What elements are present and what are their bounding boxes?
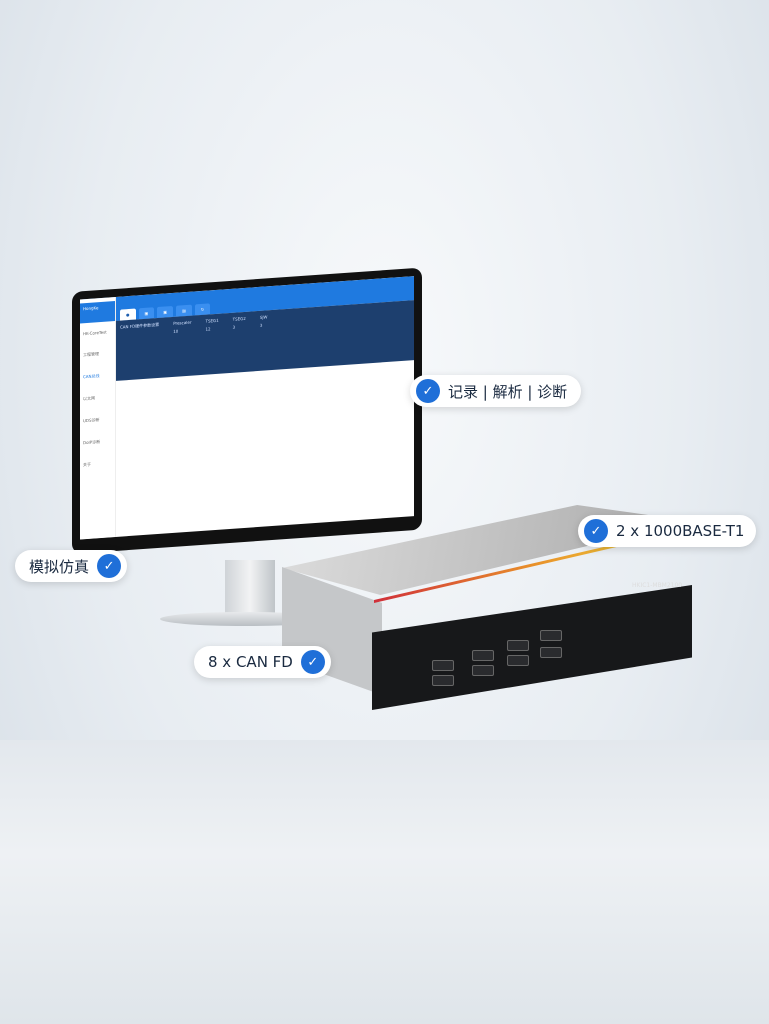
field-label: Prescaler xyxy=(173,319,192,326)
can-port xyxy=(432,675,454,686)
floor-backdrop xyxy=(0,740,769,1024)
can-port xyxy=(472,650,494,661)
app-sidebar: HongKe HK-CoreTest 工程管理 CAN总线 以太网 UDS诊断 … xyxy=(80,296,116,540)
can-port xyxy=(432,660,454,671)
monitor-screen: ● ▣ ▣ ▤ ↻ HongKe HK-CoreTest 工程管理 CAN总线 … xyxy=(80,276,414,540)
callout-text: 记录 | 解析 | 诊断 xyxy=(448,382,568,401)
app-logo: HongKe xyxy=(80,300,115,324)
can-port xyxy=(540,647,562,658)
callout-text: 2 x 1000BASE-T1 xyxy=(616,522,745,540)
sidebar-item[interactable]: DoIP诊断 xyxy=(83,439,101,446)
sidebar-item[interactable]: 工程管理 xyxy=(83,351,99,358)
callout-record: ✓ 记录 | 解析 | 诊断 xyxy=(410,375,582,407)
callout-text: 模拟仿真 xyxy=(29,557,90,576)
check-icon: ✓ xyxy=(300,650,325,674)
device-model-label: HKIC1-MBM2100 xyxy=(632,582,683,589)
field-label: TSEG2 xyxy=(232,315,246,322)
check-icon: ✓ xyxy=(416,379,440,403)
sidebar-item[interactable]: CAN总线 xyxy=(83,373,100,380)
monitor-stand xyxy=(225,560,275,620)
field-input[interactable]: 3 xyxy=(259,322,263,328)
check-icon: ✓ xyxy=(584,519,608,543)
sidebar-item[interactable]: 关于 xyxy=(83,461,91,468)
field-input[interactable]: 3 xyxy=(232,324,236,330)
can-port xyxy=(540,630,562,641)
field-label: SJW xyxy=(259,314,268,320)
field-input[interactable]: 12 xyxy=(205,326,211,332)
panel-title: CAN FD硬件参数设置 xyxy=(120,321,160,330)
check-icon: ✓ xyxy=(97,554,122,578)
sidebar-item[interactable]: UDS诊断 xyxy=(83,417,100,424)
can-port xyxy=(472,665,494,676)
sidebar-item[interactable]: 以太网 xyxy=(83,395,95,402)
can-port xyxy=(507,655,529,666)
field-input[interactable]: 10 xyxy=(173,328,179,334)
field-label: TSEG1 xyxy=(205,317,219,324)
callout-can: 8 x CAN FD ✓ xyxy=(194,646,331,678)
device-front-panel xyxy=(372,585,692,710)
app-name: HK-CoreTest xyxy=(83,329,107,337)
callout-ethernet: ✓ 2 x 1000BASE-T1 xyxy=(578,515,757,547)
callout-simulation: 模拟仿真 ✓ xyxy=(15,550,128,582)
callout-text: 8 x CAN FD xyxy=(208,653,293,671)
can-port xyxy=(507,640,529,651)
